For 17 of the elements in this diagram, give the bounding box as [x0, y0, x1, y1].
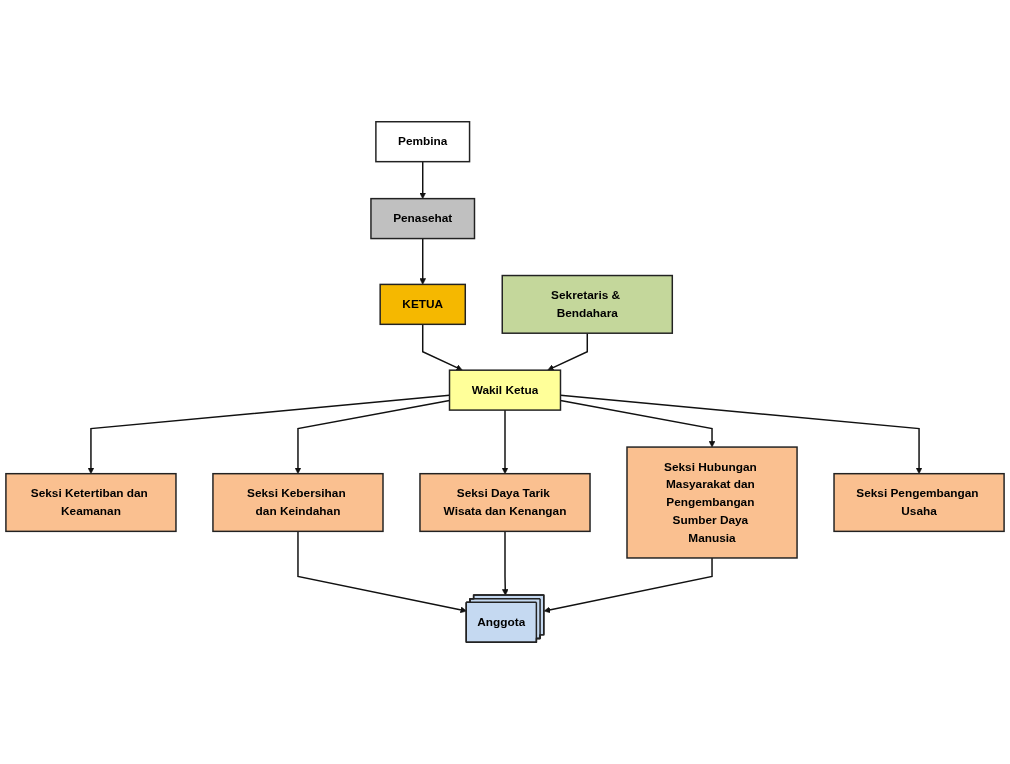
arrow: [501, 409, 509, 474]
arrow: [547, 332, 588, 371]
arrow: [297, 530, 467, 614]
node-box: Seksi Ketertiban dan Keamanan: [5, 472, 177, 533]
node-box: Wakil Ketua: [448, 369, 562, 411]
node-box: Seksi Daya Tarik Wisata dan Kenangan: [419, 472, 591, 533]
arrow: [422, 323, 463, 371]
arrow: [543, 557, 713, 614]
node-box: Penasehat: [370, 197, 476, 240]
node-box: Seksi Hubungan Masyarakat dan Pengembangan Sumber Daya Manusia: [626, 446, 798, 559]
arrow: [419, 160, 426, 199]
arrow: [419, 237, 426, 285]
node-box: Seksi Pengembangan Usaha: [833, 472, 1005, 533]
node-box: Pembina: [375, 121, 471, 163]
node-box: Seksi Kebersihan dan Keindahan: [212, 472, 384, 533]
node-box: Sekretaris & Bendahara: [501, 274, 674, 334]
node-box: KETUA: [379, 283, 466, 326]
